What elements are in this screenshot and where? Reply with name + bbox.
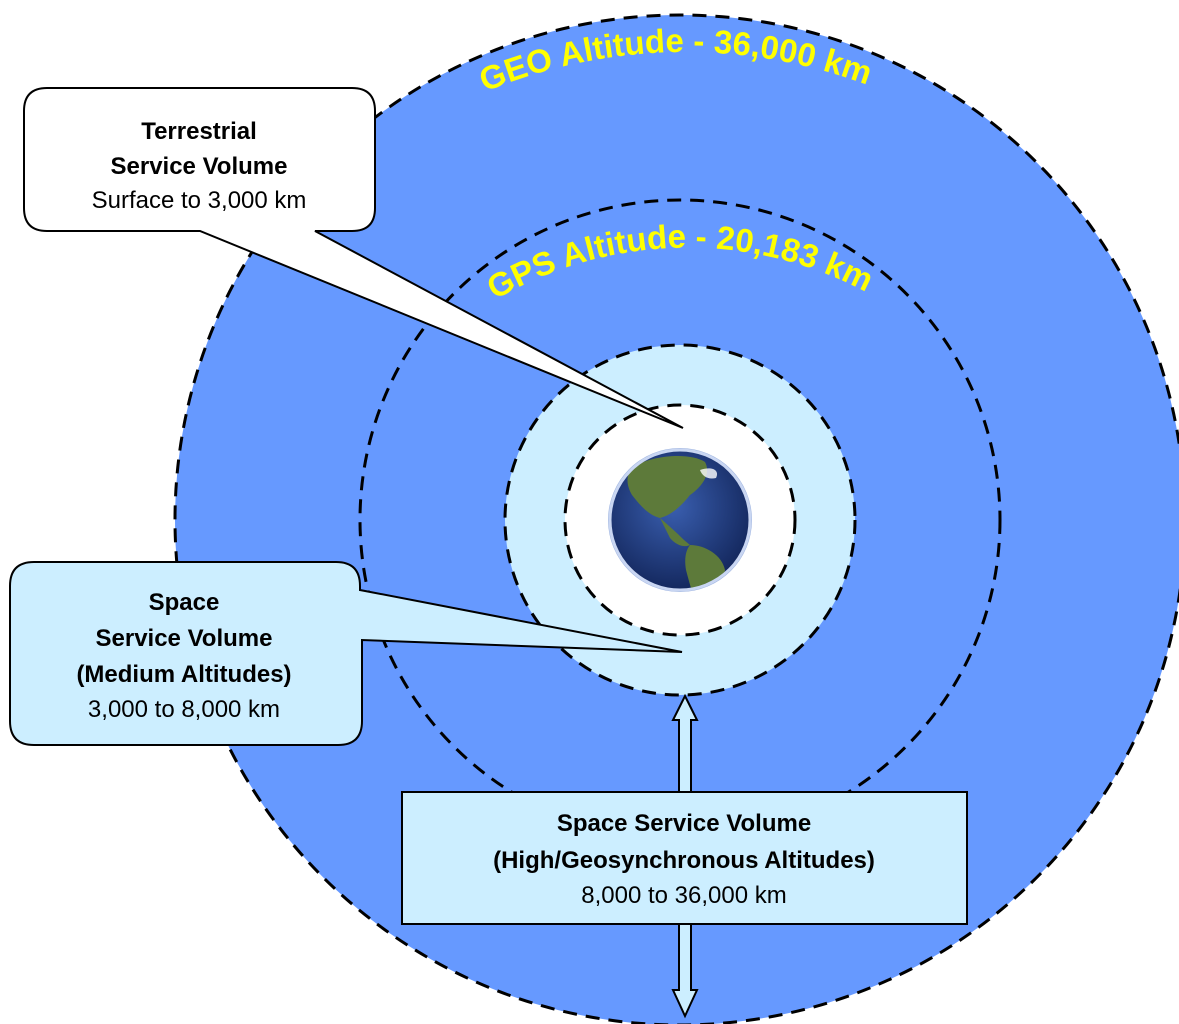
earth-globe-icon bbox=[608, 448, 752, 592]
terrestrial-title-line2: Service Volume bbox=[111, 153, 288, 180]
terrestrial-callout: Terrestrial Service Volume Surface to 3,… bbox=[23, 87, 684, 429]
medium-title-line2: Service Volume bbox=[96, 625, 273, 652]
medium-range: 3,000 to 8,000 km bbox=[88, 696, 280, 723]
medium-title-line1: Space bbox=[149, 589, 220, 616]
high-title-line1: Space Service Volume bbox=[557, 810, 811, 837]
gps-orbit bbox=[358, 198, 1002, 842]
high-altitude-callout: Space Service Volume (High/Geosynchronou… bbox=[401, 791, 968, 925]
medium-title-line3: (Medium Altitudes) bbox=[76, 661, 291, 688]
medium-altitude-callout: Space Service Volume (Medium Altitudes) … bbox=[9, 561, 683, 746]
terrestrial-range: Surface to 3,000 km bbox=[92, 187, 307, 214]
terrestrial-title-line1: Terrestrial bbox=[141, 118, 257, 145]
high-title-line2: (High/Geosynchronous Altitudes) bbox=[493, 847, 875, 874]
high-range: 8,000 to 36,000 km bbox=[581, 882, 786, 909]
